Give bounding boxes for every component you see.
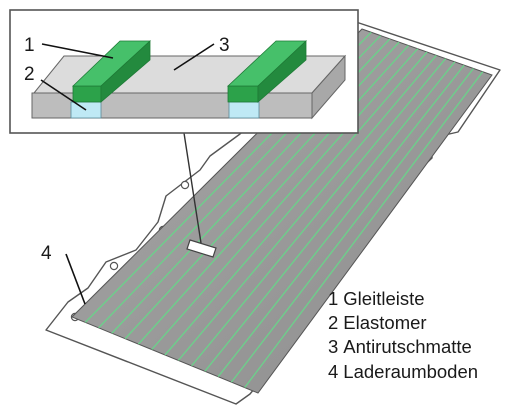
callout-4-leader — [65, 253, 86, 305]
legend-number: 4 — [328, 360, 339, 382]
callout-1-label: 1 — [24, 35, 35, 56]
mat-rail-stripe — [217, 64, 465, 378]
callout-2-leader — [40, 79, 87, 111]
detail-inset: 1 2 3 — [9, 9, 359, 134]
callout-4-label: 4 — [41, 243, 52, 264]
mat-rail-stripe — [204, 61, 456, 372]
legend-label: Gleitleiste — [343, 288, 425, 309]
mat-rail-stripe — [151, 48, 419, 351]
section-leader — [183, 132, 202, 244]
sliding-rail-right — [226, 40, 308, 119]
legend-label: Laderaumboden — [343, 360, 479, 382]
callout-1-leader — [41, 43, 114, 59]
legend-number: 1 — [328, 288, 339, 309]
legend-label: Antirutschmatte — [343, 336, 472, 358]
mat-rail-stripe — [230, 68, 474, 383]
legend-label: Elastomer — [343, 312, 427, 334]
mounting-hole — [109, 261, 119, 271]
mat-rail-stripe — [177, 54, 437, 361]
section-marker — [186, 239, 217, 258]
mounting-hole — [180, 180, 190, 190]
callout-3-label: 3 — [219, 35, 230, 56]
mat-slab-side — [311, 54, 346, 120]
callout-3-leader — [173, 43, 215, 71]
mat-rail-stripe — [191, 58, 447, 367]
anti-slip-mat — [71, 28, 493, 394]
callout-2-label: 2 — [24, 64, 35, 85]
legend-number: 2 — [328, 312, 339, 334]
legend-number: 3 — [328, 336, 339, 358]
mat-rail-stripe — [164, 51, 428, 356]
elastomer-right — [228, 101, 260, 119]
mat-rail-stripe — [137, 44, 409, 345]
sliding-rail-left — [70, 40, 152, 119]
mat-rail-stripe — [244, 71, 484, 388]
